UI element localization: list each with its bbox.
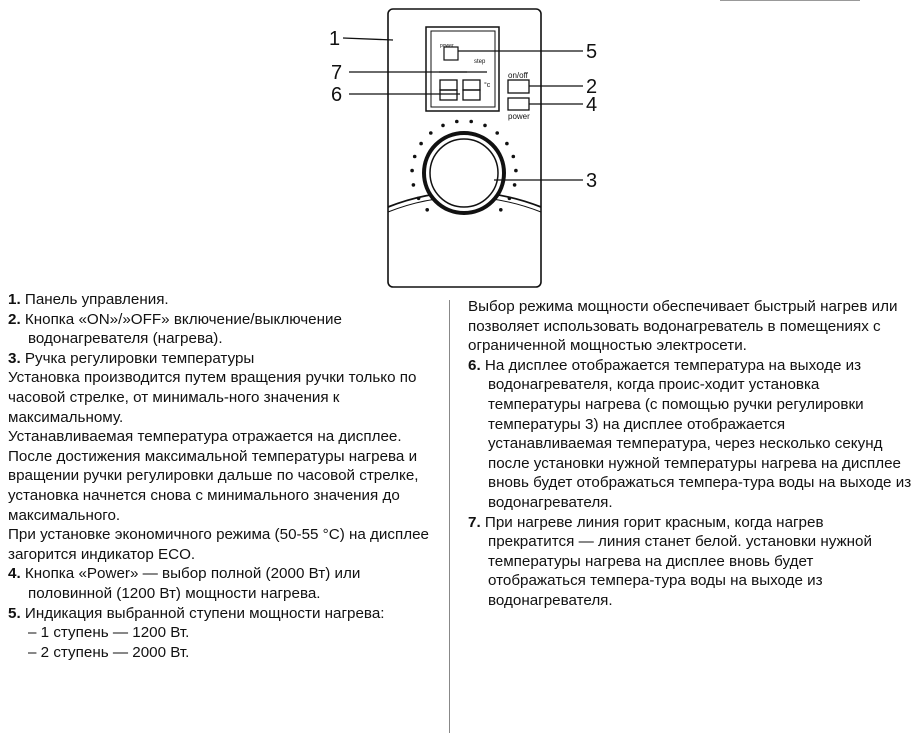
degree-label: °c	[484, 81, 491, 89]
knob-scale-dot	[511, 154, 516, 159]
knob-scale-dot	[441, 123, 445, 128]
callout-1: 1	[329, 28, 340, 50]
power-step-indicator	[443, 46, 459, 61]
knob-scale-dot	[425, 208, 430, 212]
power-label: power	[508, 112, 530, 121]
on-off-label: on/off	[508, 71, 529, 80]
left-column: 1. Панель управления. 2. Кнопка «ON»/»OF…	[8, 290, 438, 662]
para-max-temp: После достижения максимальной температур…	[8, 447, 419, 524]
on-off-button[interactable]	[507, 79, 530, 94]
knob-scale-dot	[419, 141, 423, 146]
knob-inner	[429, 138, 499, 208]
callout-2: 2	[586, 76, 597, 98]
knob-scale-dot	[412, 154, 417, 159]
knob-scale-dot	[410, 168, 414, 173]
item-5: 5. Индикация выбранной ступени мощности …	[8, 604, 385, 622]
callout-3: 3	[586, 170, 597, 192]
item-1: 1. Панель управления.	[8, 291, 169, 308]
callout-7: 7	[331, 62, 342, 84]
knob-scale-dots	[410, 119, 518, 212]
knob-scale-dot	[429, 131, 433, 135]
leader-1	[342, 37, 394, 41]
knob-scale-dot	[499, 208, 503, 212]
knob-scale-dot	[512, 183, 517, 187]
para-rotation: Установка производится путем вращения ру…	[8, 369, 417, 426]
knob-scale-dot	[416, 196, 421, 201]
knob-scale-dot	[507, 196, 512, 201]
column-divider	[449, 300, 450, 733]
control-panel-diagram: power step °c on/off power 1 5 7 6 2 4 3	[329, 8, 597, 288]
item-4: 4. Кнопка «Power» — выбор полной (2000 В…	[8, 565, 361, 602]
knob-scale-dot	[411, 183, 416, 187]
top-rule	[720, 0, 860, 1]
knob-scale-dot	[483, 123, 487, 128]
right-column: Выбор режима мощности обеспечивает быстр…	[468, 297, 913, 611]
callout-6: 6	[331, 84, 342, 106]
para-display: Устанавливаемая температура отражается н…	[8, 428, 402, 446]
item-7: 7. При нагреве линия горит красным, когд…	[468, 513, 872, 609]
item-2: 2. Кнопка «ON»/»OFF» включение/выключени…	[8, 310, 342, 348]
callout-5: 5	[586, 41, 597, 63]
item-3: 3. Ручка регулировки температуры	[8, 349, 255, 367]
knob-scale-dot	[455, 119, 459, 124]
callout-4: 4	[586, 94, 597, 116]
knob-scale-dot	[495, 131, 500, 135]
step-label: step	[474, 59, 486, 65]
step-1: – 1 ступень — 1200 Вт.	[28, 624, 190, 642]
power-small-label: power	[440, 43, 454, 49]
item-6: 6. На дисплее отображается температура н…	[468, 356, 912, 511]
para-power-mode: Выбор режима мощности обеспечивает быстр…	[468, 298, 898, 355]
power-button[interactable]	[507, 97, 530, 111]
step-2: – 2 ступень — 2000 Вт.	[28, 643, 190, 661]
knob-scale-dot	[505, 141, 509, 146]
knob-scale-dot	[469, 119, 474, 124]
temperature-digits	[439, 79, 481, 101]
para-eco: При установке экономичного режима (50-55…	[8, 526, 429, 563]
knob-scale-dot	[514, 168, 518, 173]
